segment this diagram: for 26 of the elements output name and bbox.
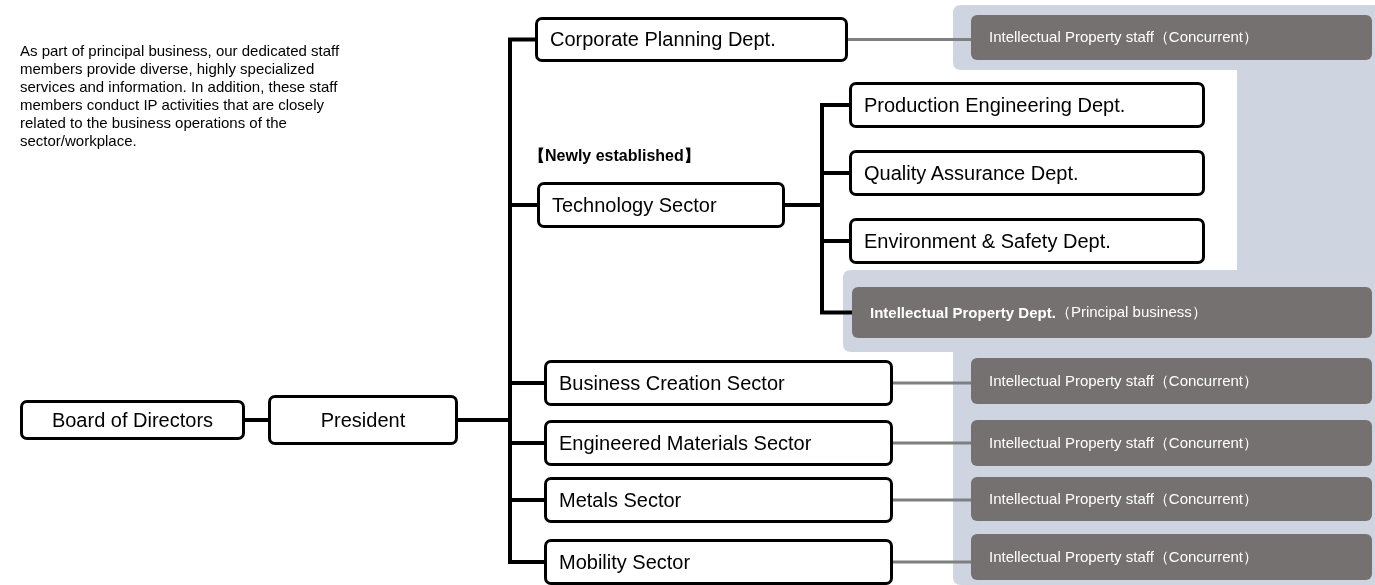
connector-line — [245, 418, 268, 422]
org-unit-box: President — [268, 395, 458, 445]
ip-unit-box: Intellectual Property Dept.（Principal business） — [852, 287, 1372, 338]
org-unit-box: Board of Directors — [20, 400, 245, 440]
org-unit-box: Technology Sector — [537, 182, 785, 228]
org-unit-box: Quality Assurance Dept. — [849, 150, 1205, 196]
connector-line — [893, 381, 971, 385]
node-annotation: 【Newly established】 — [529, 146, 700, 166]
connector-line — [848, 38, 971, 41]
org-unit-box: Corporate Planning Dept. — [535, 17, 848, 62]
connector-line — [893, 560, 971, 564]
org-unit-box: Production Engineering Dept. — [849, 82, 1205, 128]
org-unit-box: Mobility Sector — [544, 539, 893, 585]
ip-unit-box: Intellectual Property staff（Concurrent） — [971, 358, 1372, 404]
org-unit-box: Metals Sector — [544, 477, 893, 523]
connector-line — [893, 441, 971, 445]
ip-unit-box: Intellectual Property staff（Concurrent） — [971, 15, 1372, 60]
connector-line — [893, 498, 971, 502]
org-unit-box: Business Creation Sector — [544, 360, 893, 406]
connector-line — [458, 418, 544, 564]
ip-unit-box: Intellectual Property staff（Concurrent） — [971, 534, 1372, 580]
description-text: As part of principal business, our dedicated staff members provide diverse, highly specialized services and information. In addition, these staff members conduct IP activities that are closely related to the business operations of the sector/workplace. — [20, 42, 341, 150]
ip-unit-box: Intellectual Property staff（Concurrent） — [971, 420, 1372, 466]
org-unit-box: Environment & Safety Dept. — [849, 218, 1205, 264]
org-unit-box: Engineered Materials Sector — [544, 420, 893, 466]
ip-unit-box: Intellectual Property staff（Concurrent） — [971, 477, 1372, 521]
